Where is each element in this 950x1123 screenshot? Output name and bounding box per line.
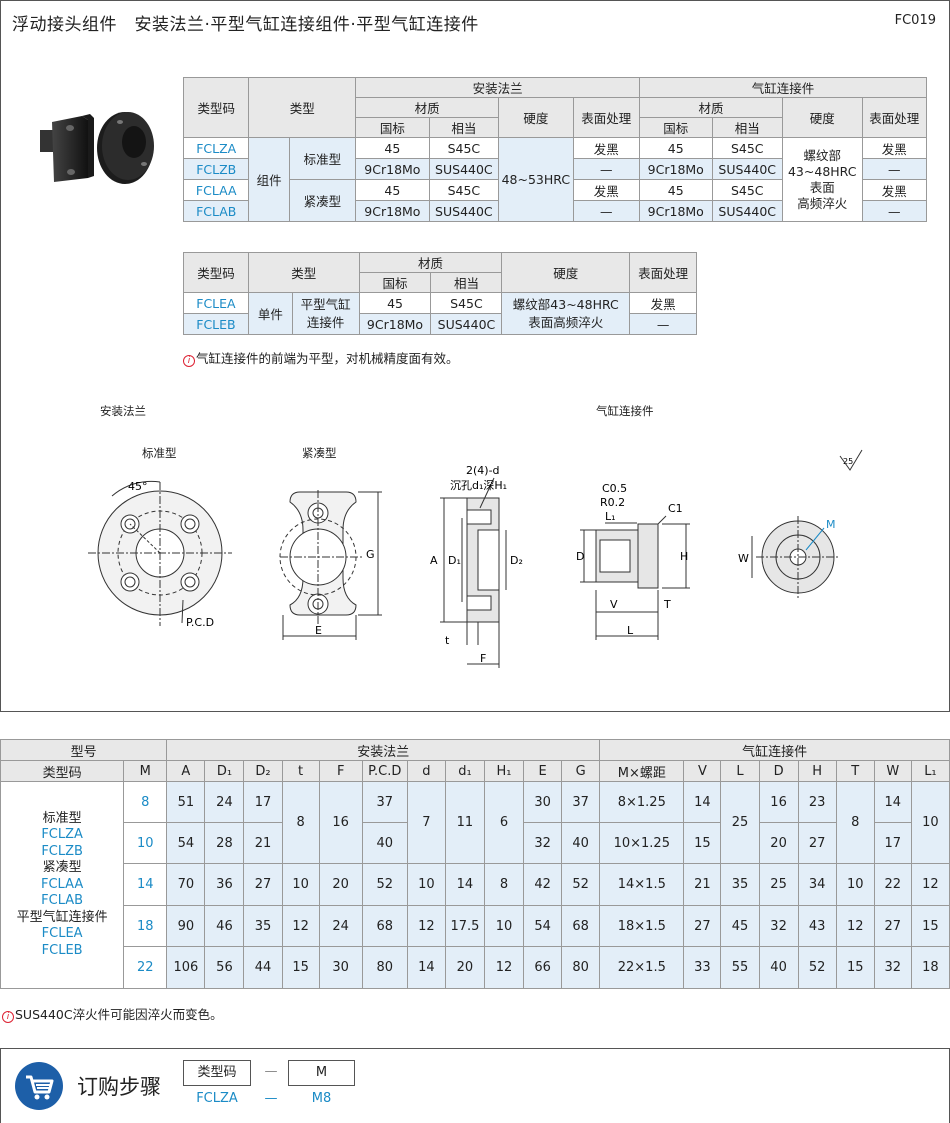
order-value-typecode: FCLZA: [196, 1091, 238, 1106]
a-label: A: [430, 554, 438, 567]
g-label: G: [366, 548, 375, 561]
cyl-front-drawing: [751, 516, 840, 598]
r02-label: R0.2: [600, 496, 625, 509]
cyl-side-drawing: [580, 515, 690, 640]
label-cyl: 气缸连接件: [596, 404, 654, 418]
v-label: V: [610, 598, 618, 611]
product-code: FC019: [894, 13, 936, 28]
e-label: E: [315, 624, 322, 637]
order-dash: —: [264, 1064, 278, 1079]
info-icon: i: [183, 355, 195, 367]
c05-label: C0.5: [602, 482, 627, 495]
d1-label: D₁: [448, 554, 461, 567]
w-label: W: [738, 552, 749, 565]
standard-flange-drawing: [88, 480, 232, 626]
order-box-typecode: 类型码: [183, 1060, 251, 1086]
technical-drawing: 45° P.C.D E G 2(4)-d 沉孔d₁深H₁ A D₁ D₂ t F: [88, 449, 863, 668]
product-photo: [40, 112, 154, 184]
material-table-assembly: 类型码 类型 安装法兰 气缸连接件 材质 硬度 表面处理 材质 硬度 表面处理 …: [182, 77, 927, 222]
counterbore-label: 沉孔d₁深H₁: [450, 479, 507, 492]
label-compact: 紧凑型: [302, 446, 337, 460]
compact-flange-drawing: [279, 490, 382, 640]
order-dash-2: —: [264, 1091, 278, 1106]
material-table-single: 类型码 类型 材质 硬度 表面处理 国标 相当 FCLEA 单件 平型气缸 连接…: [183, 252, 697, 335]
label-flange: 安装法兰: [100, 404, 146, 418]
order-title: 订购步骤: [77, 1075, 161, 1099]
h-label: H: [680, 550, 688, 563]
label-std: 标准型: [142, 446, 177, 460]
angle-label: 45°: [128, 480, 148, 493]
d2-label: D₂: [510, 554, 523, 567]
tt-label: T: [663, 598, 671, 611]
page-title: 浮动接头组件 安装法兰·平型气缸连接组件·平型气缸连接件: [12, 15, 479, 35]
d-label: D: [576, 550, 584, 563]
t-label: t: [445, 634, 450, 647]
info-icon: i: [2, 1011, 14, 1023]
cart-icon: [15, 1062, 63, 1110]
spec-table: 型号 安装法兰 气缸连接件 类型码 M A D₁ D₂ t F P.C.D d …: [0, 739, 950, 989]
flange-side-drawing: [440, 477, 507, 668]
l-label: L: [627, 624, 634, 637]
roughness-label: 25: [843, 457, 853, 466]
l1-label: L₁: [605, 510, 616, 523]
c1-label: C1: [668, 502, 683, 515]
order-box-m: M: [288, 1060, 355, 1086]
pcd-label: P.C.D: [186, 616, 214, 629]
hole-label: 2(4)-d: [466, 464, 500, 477]
m-label: M: [826, 518, 836, 531]
f-label: F: [480, 652, 486, 665]
order-value-m: M8: [311, 1091, 332, 1106]
order-section: 订购步骤 类型码 — M FCLZA — M8: [0, 1048, 950, 1123]
roughness-icon: [839, 449, 863, 471]
